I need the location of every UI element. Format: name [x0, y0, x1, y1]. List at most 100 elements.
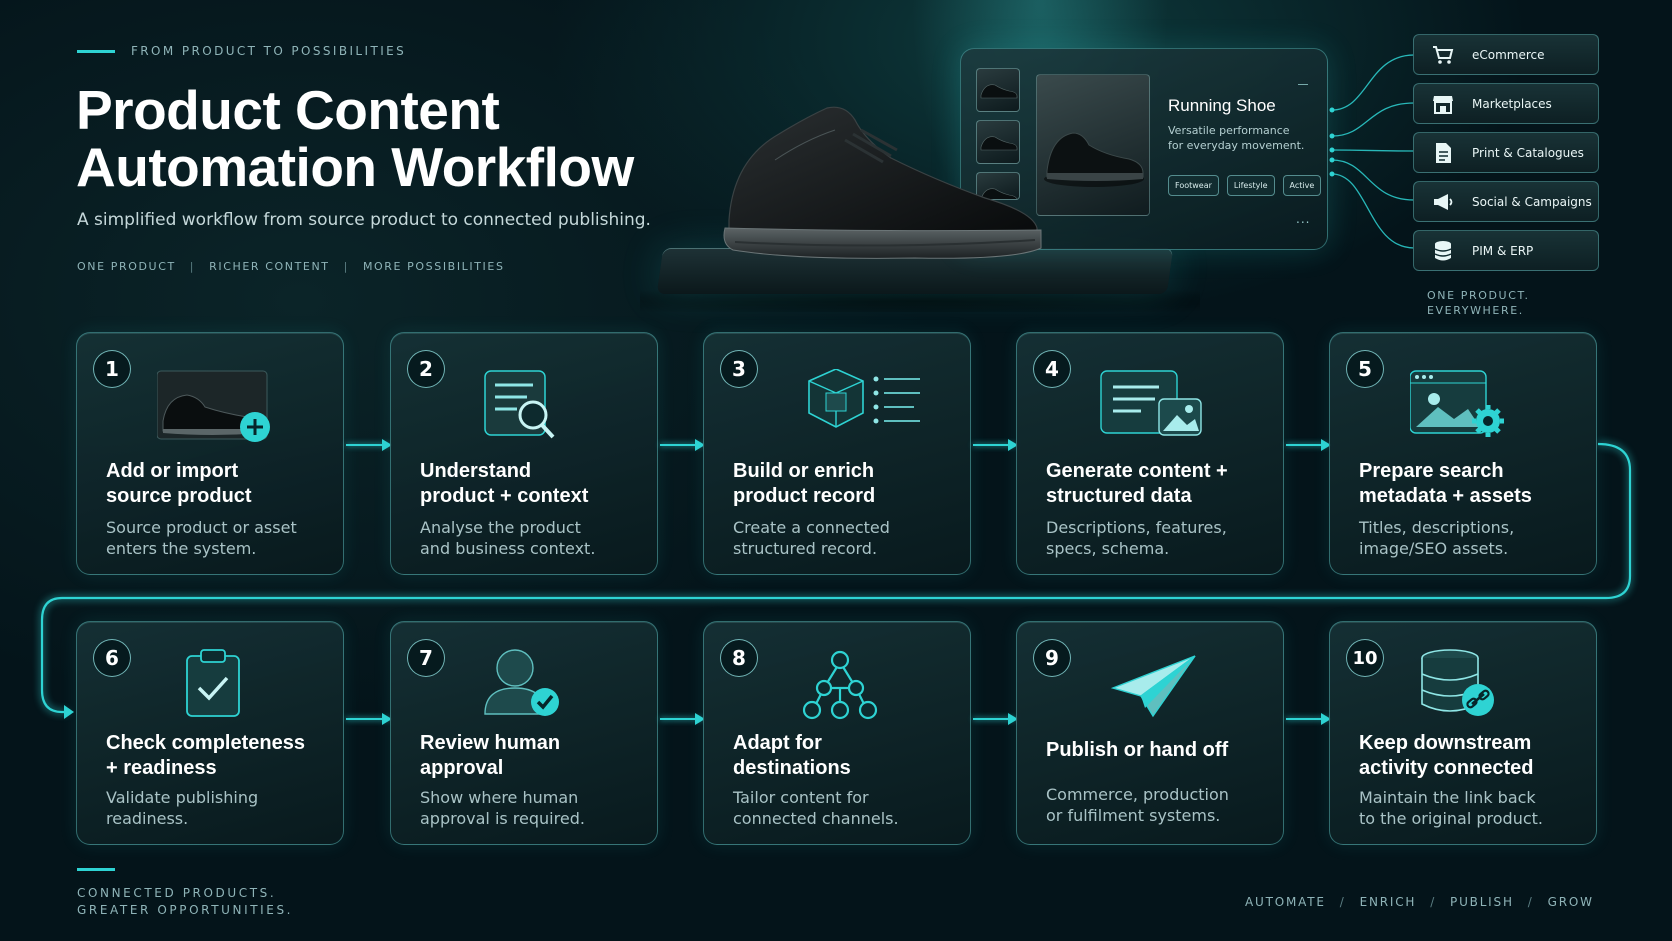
- more-dots[interactable]: ...: [1296, 212, 1311, 226]
- step-card-4[interactable]: 4 Generate content + structured data Des…: [1016, 332, 1284, 575]
- clipboard-check-icon: [157, 648, 297, 722]
- shoe-icon: [1044, 132, 1144, 187]
- step-description-line-1: Validate publishing: [106, 788, 259, 807]
- thumbnail[interactable]: [976, 68, 1020, 112]
- step-title-line-1: Build or enrich: [733, 460, 875, 482]
- step-description-line-2: structured record.: [733, 539, 878, 558]
- footer-tagline: CONNECTED PRODUCTS. GREATER OPPORTUNITIE…: [77, 885, 293, 919]
- step-description-line-2: to the original product.: [1359, 809, 1544, 828]
- step-card-10[interactable]: 10 Keep downstream activity connected Ma…: [1329, 621, 1597, 845]
- footer-keywords: AUTOMATE / ENRICH / PUBLISH / GROW: [1245, 895, 1594, 909]
- tag: MORE POSSIBILITIES: [362, 260, 505, 273]
- chip-footwear[interactable]: Footwear: [1168, 175, 1219, 196]
- step-number: 7: [407, 639, 445, 677]
- step-card-5[interactable]: 5 Prepare search metadata + assets Title…: [1329, 332, 1597, 575]
- step-number: 1: [93, 350, 131, 388]
- step-card-1[interactable]: 1 Add or import source product Source pr…: [76, 332, 344, 575]
- step-description: Commerce, production or fulfilment syste…: [1046, 784, 1276, 826]
- step-title-line-1: Check completeness: [106, 732, 305, 754]
- footer-accent-line: [77, 868, 115, 871]
- step-description: Source product or asset enters the syste…: [106, 517, 336, 559]
- keyword-separator: /: [1339, 895, 1346, 909]
- step-description-line-2: or fulfilment systems.: [1046, 806, 1221, 825]
- flow-arrow: [973, 439, 1018, 451]
- step-description-line-2: connected channels.: [733, 809, 899, 828]
- thumbnail-strip: [976, 68, 1020, 200]
- pedestal-shadow: [640, 290, 1200, 312]
- step-card-6[interactable]: 6 Check completeness + readiness Validat…: [76, 621, 344, 845]
- channel-pim-erp[interactable]: PIM & ERP: [1413, 230, 1599, 271]
- channel-ecommerce[interactable]: eCommerce: [1413, 34, 1599, 75]
- step-description-line-2: approval is required.: [420, 809, 585, 828]
- step-card-9[interactable]: 9 Publish or hand off Commerce, producti…: [1016, 621, 1284, 845]
- tag: RICHER CONTENT: [209, 260, 330, 273]
- step-title-line-2: activity connected: [1359, 757, 1534, 779]
- step-title-line-1: Adapt for: [733, 732, 822, 754]
- step-description: Show where human approval is required.: [420, 787, 650, 829]
- page-title-line-2: Automation Workflow: [76, 136, 634, 198]
- step-description-line-1: Descriptions, features,: [1046, 518, 1227, 537]
- channel-marketplaces[interactable]: Marketplaces: [1413, 83, 1599, 124]
- step-title-line-1: Keep downstream: [1359, 732, 1532, 754]
- step-title: Generate content + structured data: [1046, 459, 1228, 509]
- flow-arrow: [346, 439, 392, 451]
- channel-label: PIM & ERP: [1472, 243, 1534, 258]
- channel-print-catalogues[interactable]: Print & Catalogues: [1413, 132, 1599, 173]
- paper-plane-icon: [1097, 648, 1237, 722]
- storefront-icon: [1428, 92, 1458, 116]
- step-description-line-2: readiness.: [106, 809, 189, 828]
- page-title: Product Content Automation Workflow: [76, 82, 634, 196]
- step-title: Add or import source product: [106, 459, 252, 509]
- step-title-line-1: Understand: [420, 460, 532, 482]
- step-number: 3: [720, 350, 758, 388]
- hero-shoe-image: [723, 106, 1042, 259]
- channel-social-campaigns[interactable]: Social & Campaigns: [1413, 181, 1599, 222]
- card-menu-dash: [1298, 84, 1308, 85]
- keyword-separator: /: [1527, 895, 1534, 909]
- step-title: Check completeness + readiness: [106, 731, 305, 781]
- step-description-line-1: Tailor content for: [733, 788, 869, 807]
- channel-label: Marketplaces: [1472, 96, 1552, 111]
- thumbnail[interactable]: [976, 172, 1020, 200]
- step-description: Titles, descriptions, image/SEO assets.: [1359, 517, 1589, 559]
- step-description-line-1: Maintain the link back: [1359, 788, 1536, 807]
- eyebrow-text: FROM PRODUCT TO POSSIBILITIES: [131, 44, 407, 58]
- tag-separator: |: [343, 260, 349, 273]
- step-number: 4: [1033, 350, 1071, 388]
- page-title-line-1: Product Content: [76, 79, 500, 141]
- step-description: Descriptions, features, specs, schema.: [1046, 517, 1276, 559]
- step-title-line-2: destinations: [733, 757, 851, 779]
- chip-lifestyle[interactable]: Lifestyle: [1226, 175, 1275, 196]
- chip-active[interactable]: Active: [1282, 175, 1322, 196]
- channel-label: Social & Campaigns: [1472, 194, 1592, 209]
- step-description-line-1: Show where human: [420, 788, 579, 807]
- step-title-line-1: Generate content +: [1046, 460, 1228, 482]
- keyword-separator: /: [1430, 895, 1437, 909]
- step-title-line-2: approval: [420, 757, 504, 779]
- database-icon: [1428, 239, 1458, 263]
- step-title-line-1: Publish or hand off: [1046, 739, 1229, 761]
- footer-tagline-line-2: GREATER OPPORTUNITIES.: [77, 903, 294, 917]
- step-description: Maintain the link back to the original p…: [1359, 787, 1589, 829]
- flow-arrow: [346, 713, 392, 725]
- step-card-3[interactable]: 3 Build or enrich product record Create …: [703, 332, 971, 575]
- product-card-description: Versatile performance for everyday movem…: [1168, 124, 1305, 152]
- document-icon: [1428, 141, 1458, 165]
- thumbnail[interactable]: [976, 120, 1020, 164]
- document-search-icon: [471, 369, 611, 443]
- step-card-8[interactable]: 8 Adapt for destinations Tailor content …: [703, 621, 971, 845]
- page-subtitle: A simplified workflow from source produc…: [77, 210, 651, 230]
- step-title: Publish or hand off: [1046, 738, 1228, 763]
- tag: ONE PRODUCT: [77, 260, 176, 273]
- channel-connectors: [1329, 54, 1415, 249]
- step-title-line-2: metadata + assets: [1359, 485, 1532, 507]
- step-description: Analyse the product and business context…: [420, 517, 650, 559]
- step-description-line-2: image/SEO assets.: [1359, 539, 1509, 558]
- cart-icon: [1428, 43, 1458, 67]
- step-title-line-2: + readiness: [106, 757, 217, 779]
- step-number: 10: [1346, 639, 1384, 677]
- step-card-7[interactable]: 7 Review human approval Show where human…: [390, 621, 658, 845]
- step-card-2[interactable]: 2 Understand product + context Analyse t…: [390, 332, 658, 575]
- shoe-add-icon: [156, 369, 297, 443]
